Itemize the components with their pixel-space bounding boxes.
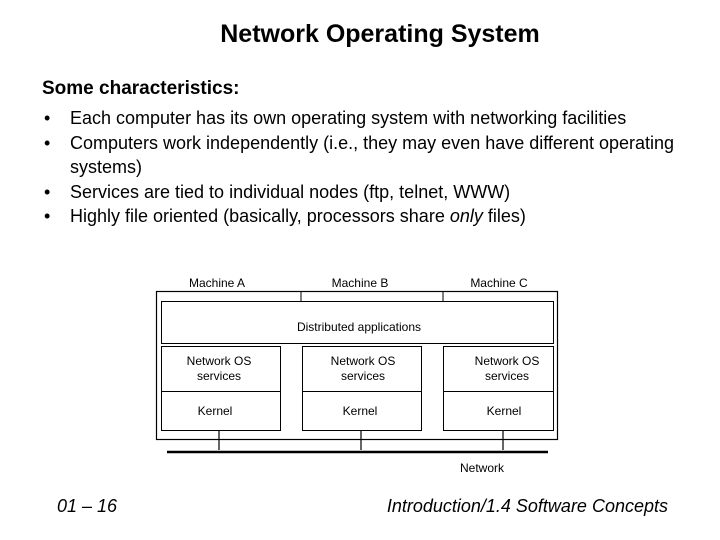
bullet-item: • Each computer has its own operating sy…: [42, 106, 710, 131]
machine-a-stack: [161, 346, 281, 431]
bullet-item: • Computers work independently (i.e., th…: [42, 131, 710, 180]
network-os-services-label: Network OS: [475, 354, 540, 368]
network-os-services-label: Network OS: [187, 354, 252, 368]
bullet-icon: •: [44, 132, 51, 153]
network-os-services-label: Network OS: [331, 354, 396, 368]
kernel-label: Kernel: [198, 404, 233, 418]
slide-title: Network Operating System: [220, 20, 540, 48]
machine-b-stack: [302, 346, 422, 431]
bullet-item: • Highly file oriented (basically, proce…: [42, 204, 710, 229]
network-label: Network: [460, 461, 505, 475]
machine-b-label: Machine B: [332, 276, 389, 290]
network-os-services-label: services: [341, 369, 385, 383]
bullet-icon: •: [44, 206, 51, 226]
characteristics-list: • Each computer has its own operating sy…: [42, 106, 710, 229]
diagram-outer-frame: [155, 290, 559, 441]
bullet-item: • Services are tied to individual nodes …: [42, 180, 710, 205]
kernel-label: Kernel: [343, 404, 378, 418]
bullet-icon: •: [44, 181, 51, 202]
bullet-text-start: Highly file oriented (basically, process…: [70, 206, 450, 226]
machine-c-label: Machine C: [470, 276, 528, 290]
bullet-emphasis: only: [449, 206, 483, 226]
section-heading: Some characteristics:: [42, 78, 240, 99]
distributed-applications-layer: [161, 301, 554, 344]
bullet-text-end: files): [482, 206, 526, 226]
kernel-label: Kernel: [487, 404, 522, 418]
distributed-applications-label: Distributed applications: [297, 320, 421, 334]
bullet-text: Computers work independently (i.e., they…: [70, 132, 675, 178]
machine-c-stack: [443, 346, 554, 431]
bullet-text: Each computer has its own operating syst…: [70, 108, 627, 128]
network-os-services-label: services: [197, 369, 241, 383]
network-os-services-label: services: [485, 369, 529, 383]
section-reference: Introduction/1.4 Software Concepts: [386, 496, 668, 516]
bullet-icon: •: [44, 108, 51, 128]
bullet-text: Services are tied to individual nodes (f…: [70, 181, 511, 202]
slide-number: 01 – 16: [57, 496, 118, 516]
machine-a-label: Machine A: [189, 276, 245, 290]
